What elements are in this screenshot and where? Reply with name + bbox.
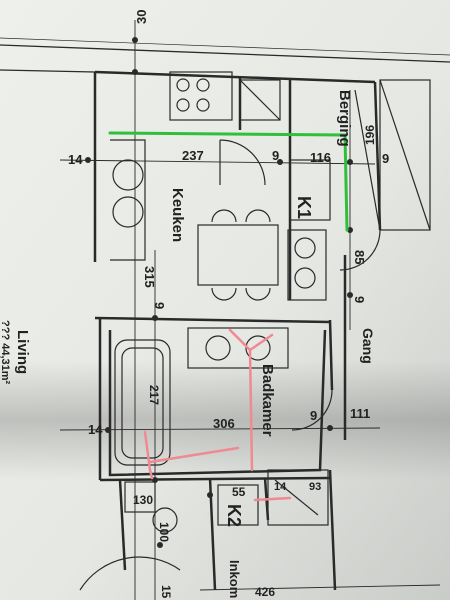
dim-w-right2: 9: [382, 151, 389, 166]
dimension-dots: [85, 37, 353, 548]
room-label-keuken: Keuken: [169, 188, 186, 242]
room-label-berging: Berging: [336, 90, 353, 147]
kitchen-fixtures: [110, 71, 331, 301]
dim-w-right: 196: [363, 125, 377, 145]
dim-bath-tub: 217: [147, 385, 161, 405]
dim-bottom-h: 15: [159, 585, 173, 599]
dim-w-left2: 14: [88, 422, 103, 437]
dim-toilet-h: 100: [157, 522, 171, 542]
dim-w-wall-a: 9: [272, 148, 279, 163]
room-walls: [93, 70, 382, 591]
dim-w-left: 14: [68, 152, 83, 167]
label-k1: K1: [294, 196, 314, 219]
dim-w-bath: 306: [213, 416, 235, 431]
dim-bottom-w: 426: [255, 585, 275, 599]
dim-h-kitchen: 315: [142, 266, 157, 288]
dim-w-mid: 116: [310, 150, 331, 165]
room-label-living-area: ??? 44,31m²: [0, 320, 11, 385]
green-marker-line: [108, 131, 349, 232]
dim-h-wall-b: 9: [152, 302, 167, 309]
dim-k2-w3: 93: [309, 481, 321, 493]
room-label-living: Living: [14, 330, 31, 374]
dim-w-hall: 111: [350, 406, 370, 421]
dim-w-wall-c: 9: [310, 408, 317, 423]
dim-k2-w: 55: [232, 485, 246, 499]
room-label-badkamer: Badkamer: [259, 364, 276, 437]
label-k2: K2: [224, 504, 244, 527]
room-label-inkom: Inkom: [227, 560, 242, 598]
dim-toilet-w: 130: [133, 493, 153, 507]
room-label-gang: Gang: [360, 328, 376, 364]
dim-top: 30: [134, 10, 149, 24]
shadow-band: [0, 360, 450, 480]
stair-right: [339, 79, 431, 271]
dim-w-kitchen: 237: [182, 148, 204, 163]
dim-h-stair: 85: [352, 250, 367, 264]
pink-marker-line: [143, 328, 292, 502]
dimension-lines: [59, 20, 441, 600]
dim-h-wall-d: 9: [352, 296, 367, 303]
bathroom-fixtures: [79, 327, 333, 591]
dim-k2-w2: 14: [274, 481, 287, 493]
outer-walls: [0, 37, 450, 73]
